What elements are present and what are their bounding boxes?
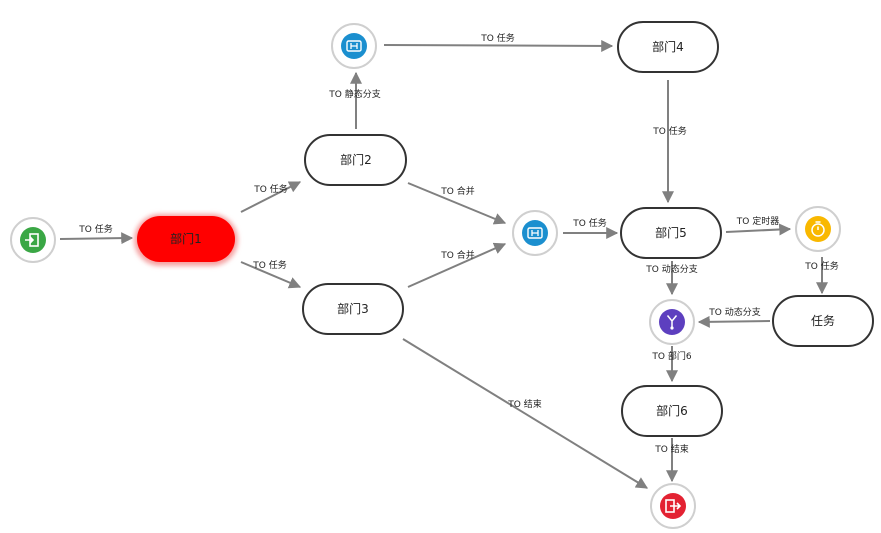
edge-label-static-dept4: TO 任务 bbox=[480, 32, 514, 44]
edge-label-dept4-dept5: TO 任务 bbox=[652, 125, 686, 137]
static-branch-icon bbox=[341, 33, 367, 59]
node-dept2-label: 部门2 bbox=[340, 152, 372, 167]
edge-label-merge-dept5: TO 任务 bbox=[572, 217, 606, 229]
node-task-label: 任务 bbox=[811, 313, 835, 328]
edge-label-dept5-dynamic: TO 动态分支 bbox=[645, 263, 697, 275]
node-dept4[interactable]: 部门4 bbox=[617, 21, 719, 73]
node-dept6[interactable]: 部门6 bbox=[621, 385, 723, 437]
edge-start-dept1[interactable]: TO 任务 bbox=[59, 223, 134, 245]
edge-timer-task[interactable]: TO 任务 bbox=[804, 257, 839, 295]
edge-label-dept2-merge: TO 合并 bbox=[440, 185, 474, 197]
node-dept3-label: 部门3 bbox=[337, 301, 369, 316]
static-branch-node[interactable] bbox=[331, 23, 377, 69]
dynamic-branch-node[interactable] bbox=[649, 299, 695, 345]
edge-dept2-static-branch[interactable]: TO 静态分支 bbox=[328, 71, 381, 129]
edge-dept6-end[interactable]: TO 结束 bbox=[654, 438, 689, 483]
edge-dept1-dept3[interactable]: TO 任务 bbox=[240, 259, 302, 289]
enter-icon bbox=[20, 227, 46, 253]
merge-icon bbox=[522, 220, 548, 246]
nodes: 部门1 部门2 部门3 部门4 bbox=[10, 21, 874, 529]
dynamic-branch-icon bbox=[659, 309, 685, 335]
edge-label-start-dept1: TO 任务 bbox=[78, 223, 112, 235]
node-dept2[interactable]: 部门2 bbox=[304, 134, 407, 186]
node-dept5-label: 部门5 bbox=[655, 225, 687, 240]
start-node[interactable] bbox=[10, 217, 56, 263]
edge-label-dept1-dept3: TO 任务 bbox=[252, 259, 286, 271]
edge-dept2-merge[interactable]: TO 合并 bbox=[407, 182, 507, 225]
edge-merge-dept5[interactable]: TO 任务 bbox=[563, 217, 619, 239]
edge-label-dynamic-dept6: TO 部门6 bbox=[651, 350, 691, 362]
edge-label-dept6-end: TO 结束 bbox=[654, 443, 688, 455]
exit-icon bbox=[660, 493, 686, 519]
edge-dynamic-branch-dept6[interactable]: TO 部门6 bbox=[651, 346, 692, 383]
edge-label-task-dynamic: TO 动态分支 bbox=[708, 306, 760, 318]
edge-dept5-timer[interactable]: TO 定时器 bbox=[725, 215, 792, 236]
merge-node[interactable] bbox=[512, 210, 558, 256]
edges: TO 任务 TO 任务 TO 任务 TO 静态分支 TO 任务 TO 任务 TO… bbox=[59, 32, 839, 489]
edge-dept3-end[interactable]: TO 结束 bbox=[402, 338, 649, 489]
node-task[interactable]: 任务 bbox=[772, 295, 874, 347]
edge-label-dept2-static: TO 静态分支 bbox=[328, 88, 380, 100]
node-dept1-label: 部门1 bbox=[170, 231, 202, 246]
edge-dept4-dept5[interactable]: TO 任务 bbox=[652, 80, 687, 204]
edge-dept5-dynamic-branch[interactable]: TO 动态分支 bbox=[645, 261, 698, 296]
edge-label-dept1-dept2: TO 任务 bbox=[253, 183, 287, 195]
node-dept1[interactable]: 部门1 bbox=[134, 214, 238, 266]
edge-label-dept5-timer: TO 定时器 bbox=[736, 215, 779, 227]
edge-task-dynamic-branch[interactable]: TO 动态分支 bbox=[697, 306, 771, 328]
edge-label-timer-task: TO 任务 bbox=[804, 260, 838, 272]
end-node[interactable] bbox=[650, 483, 696, 529]
edge-label-dept3-merge: TO 合并 bbox=[440, 249, 474, 261]
timer-node[interactable] bbox=[795, 206, 841, 252]
edge-label-dept3-end: TO 结束 bbox=[507, 398, 541, 410]
node-dept6-label: 部门6 bbox=[656, 403, 688, 418]
node-dept3[interactable]: 部门3 bbox=[302, 283, 404, 335]
edge-static-branch-dept4[interactable]: TO 任务 bbox=[383, 32, 614, 52]
node-dept4-label: 部门4 bbox=[652, 39, 684, 54]
edge-dept3-merge[interactable]: TO 合并 bbox=[407, 242, 507, 288]
edge-dept1-dept2[interactable]: TO 任务 bbox=[240, 181, 302, 213]
node-dept5[interactable]: 部门5 bbox=[620, 207, 722, 259]
timer-icon bbox=[805, 216, 831, 242]
